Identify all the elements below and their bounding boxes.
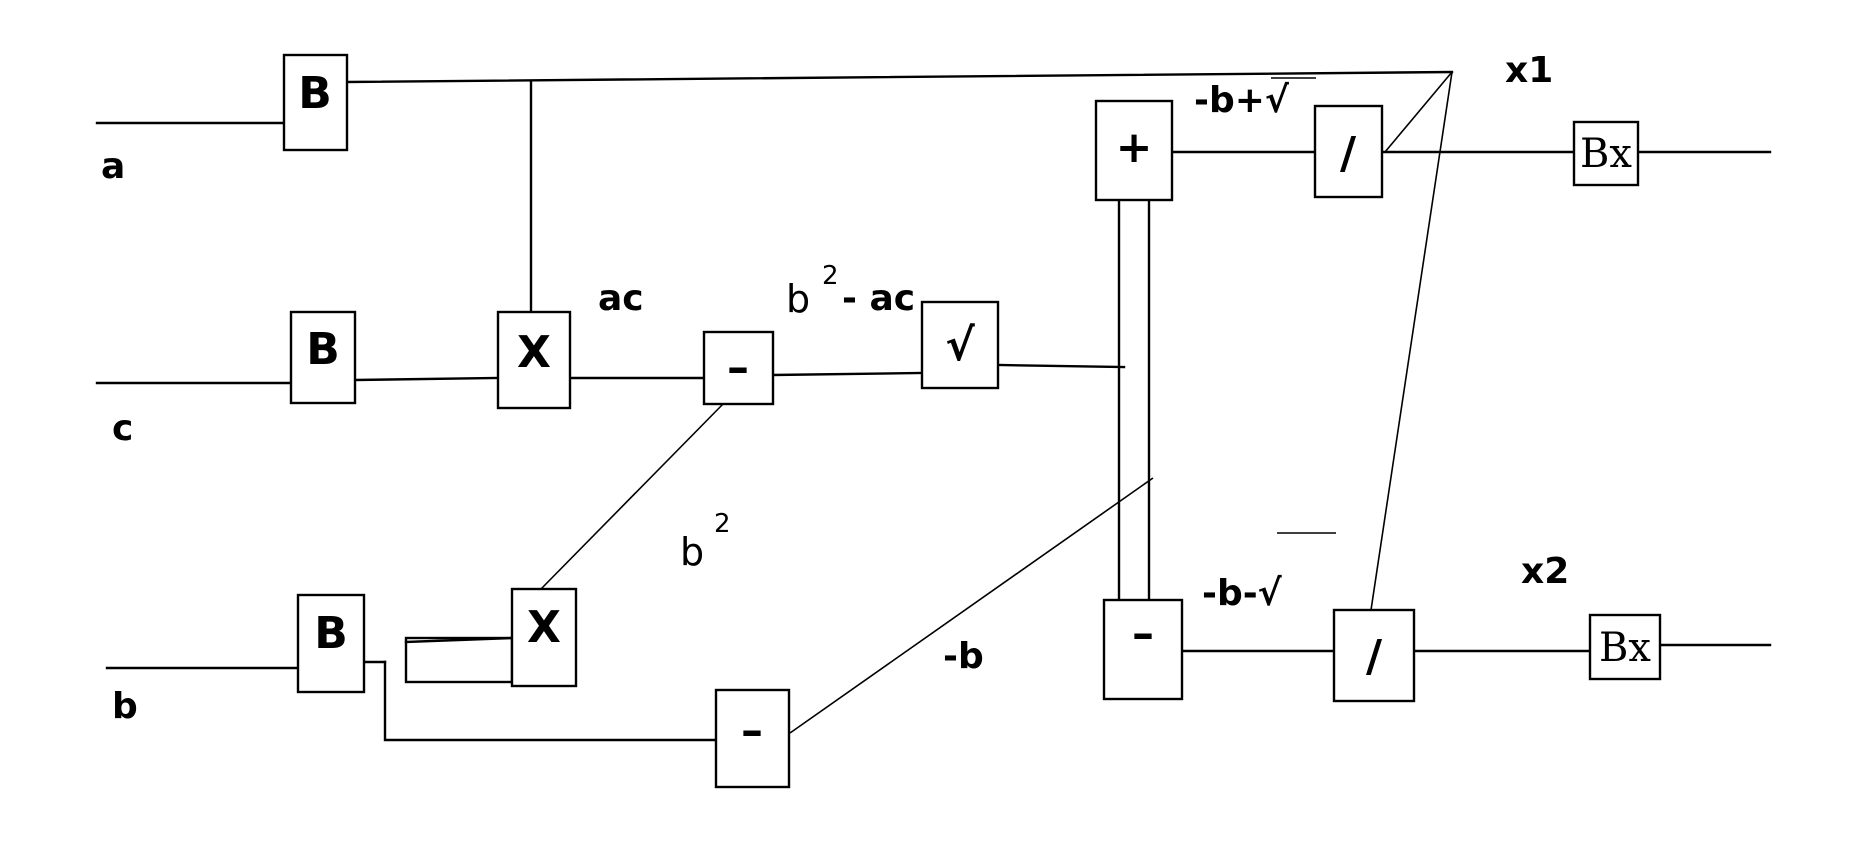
buffer-c-label: B <box>306 324 340 375</box>
wire-a-to-div1 <box>1384 71 1453 153</box>
subtract-block: – <box>1102 598 1184 701</box>
divide-1-block: / <box>1313 104 1384 199</box>
wire-a-to-div2 <box>1370 71 1453 611</box>
buffer-b-label: B <box>314 608 348 659</box>
buffer-a-label: B <box>298 68 332 119</box>
input-c-label: c <box>112 408 133 449</box>
b2-exp-label: 2 <box>714 509 731 539</box>
wire-square-loop <box>404 636 514 684</box>
plus-root-label: -b+√ <box>1194 80 1290 121</box>
wires <box>95 70 1772 742</box>
disc-rest-label: - ac <box>842 278 915 319</box>
wire-sub-to-sqrt <box>771 371 924 377</box>
add-block: + <box>1094 99 1174 202</box>
sqrt-block: √ <box>920 300 1000 390</box>
wire-a-bus <box>345 70 1454 84</box>
subtract-disc-block: – <box>702 330 775 406</box>
multiply-bb-label: X <box>527 602 561 653</box>
output-x1-block: Bx <box>1572 120 1640 187</box>
input-a-label: a <box>101 146 125 187</box>
divide-2-block: / <box>1332 608 1416 703</box>
output-x2-label: Bx <box>1599 625 1651 671</box>
divide-2-label: / <box>1366 631 1383 682</box>
disc-b-label: b <box>786 277 810 321</box>
x1-label: x1 <box>1505 50 1553 91</box>
wire-square-to-sub <box>539 401 726 591</box>
sqrt-label: √ <box>945 320 975 371</box>
subtract-label: – <box>1132 608 1154 659</box>
wire-c-to-mul <box>353 376 500 382</box>
blocks: B B B X X – √ <box>282 53 1662 789</box>
add-label: + <box>1116 122 1153 173</box>
buffer-a-block: B <box>282 53 349 152</box>
buffer-c-block: B <box>289 310 357 405</box>
x2-label: x2 <box>1521 551 1569 592</box>
neg-b-label: -b <box>943 636 984 677</box>
output-x1-label: Bx <box>1580 131 1632 177</box>
minus-root-label: -b-√ <box>1202 573 1283 614</box>
negate-b-label: – <box>741 705 763 756</box>
input-b-label: b <box>112 686 138 727</box>
subtract-disc-label: – <box>727 342 749 393</box>
disc-exp-label: 2 <box>822 261 839 291</box>
multiply-bb-block: X <box>510 587 578 688</box>
multiply-ac-label: X <box>517 327 551 378</box>
buffer-b-block: B <box>296 593 366 694</box>
wire-neg-to-bus <box>789 477 1154 734</box>
b2-b-label: b <box>680 530 704 574</box>
ac-label: ac <box>598 278 644 319</box>
multiply-ac-block: X <box>496 310 572 410</box>
wire-b-to-neg <box>383 660 718 742</box>
divide-1-label: / <box>1340 128 1357 179</box>
output-x2-block: Bx <box>1588 613 1662 681</box>
negate-b-block: – <box>714 688 791 789</box>
labels: a c b ac b 2 - ac b 2 -b -b+√ -b-√ x1 x2 <box>101 50 1569 727</box>
wire-sqrt-out <box>996 363 1126 369</box>
